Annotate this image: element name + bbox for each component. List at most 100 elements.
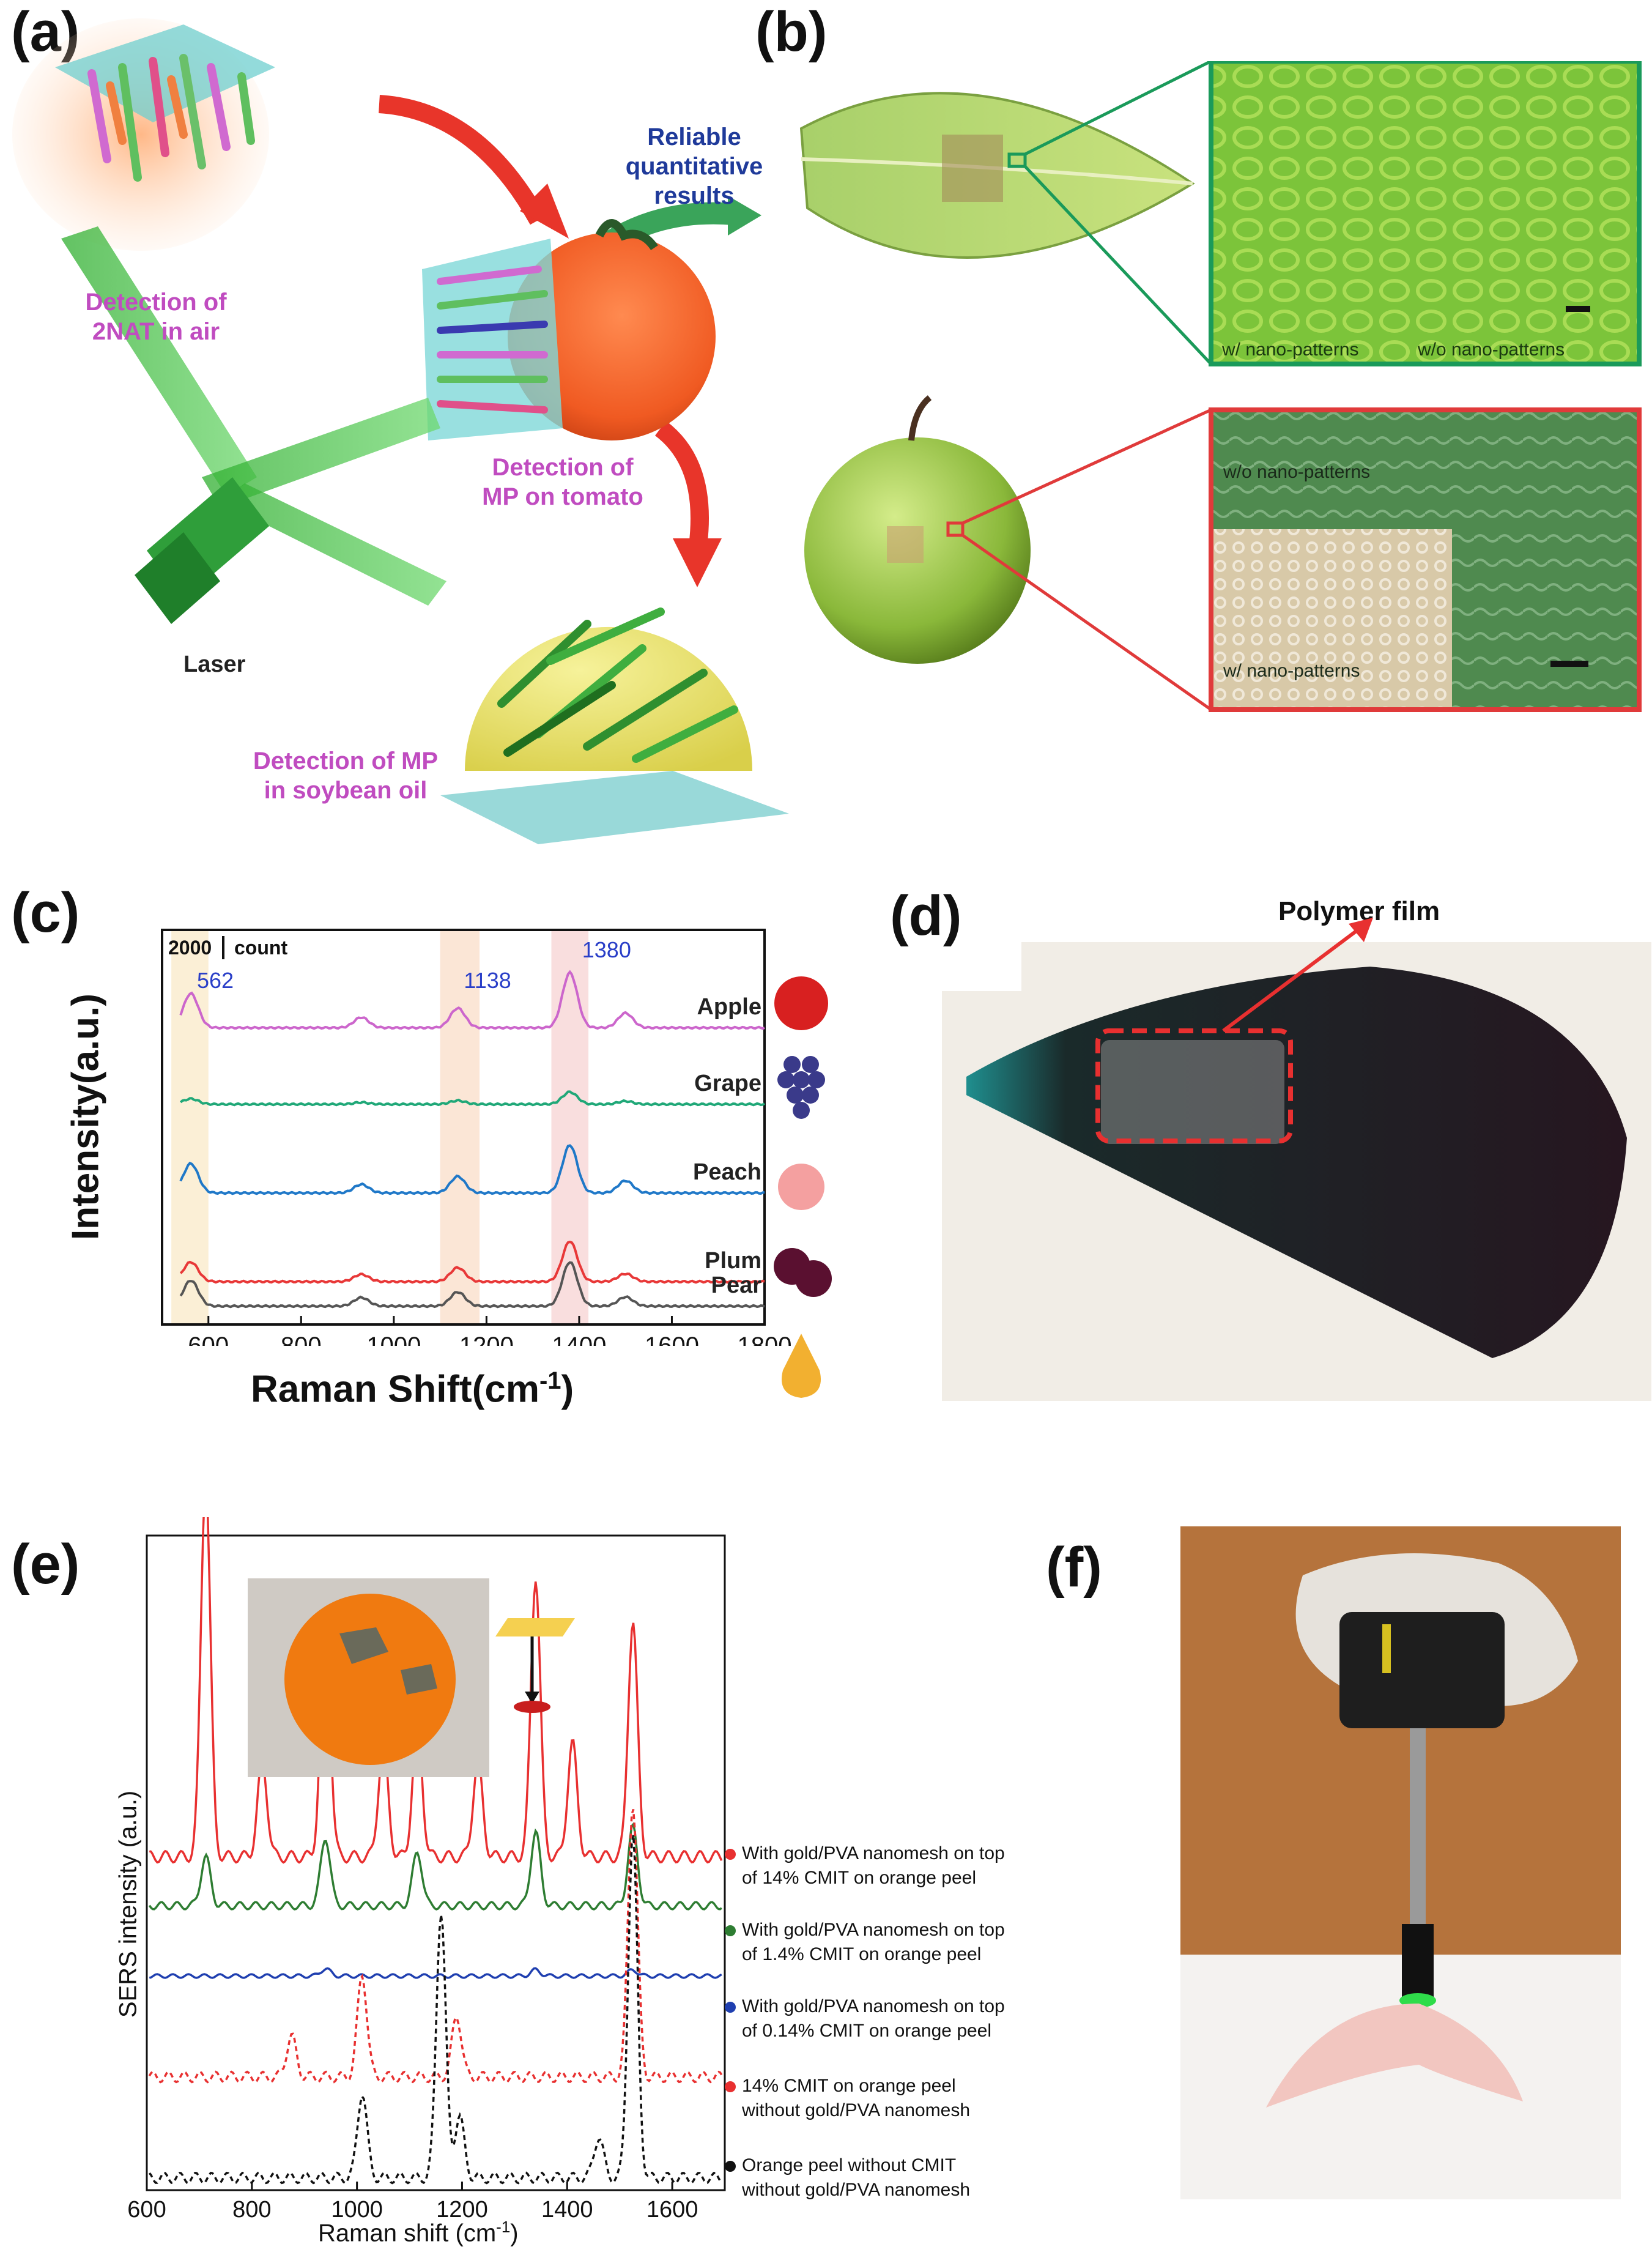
- arrow-to-oil: [654, 421, 709, 552]
- panel-label-e: (e): [11, 1533, 80, 1595]
- legend-item: 14% CMIT on orange peel without gold/PVA …: [725, 2074, 970, 2123]
- handheld-spectrometer: [1339, 1612, 1505, 1728]
- leaf-with-label: w/ nano-patterns: [1222, 340, 1359, 360]
- legend-text: Orange peel without CMIT: [742, 2155, 957, 2175]
- laser-label: Laser: [183, 652, 246, 677]
- sers-spectrum: [148, 1834, 723, 2185]
- panel-b-illustration: [799, 61, 1642, 712]
- spectrum-grape: [179, 1090, 765, 1107]
- legend-text: of 14% CMIT on orange peel: [742, 1868, 977, 1888]
- x-tick-label: 1000: [331, 2197, 383, 2223]
- series-label-peach: Peach: [693, 1159, 761, 1185]
- nanostructures-oil: [497, 607, 738, 763]
- scale-bar-value: 2000: [168, 937, 212, 959]
- legend-text: of 1.4% CMIT on orange peel: [742, 1944, 982, 1964]
- x-tick-label: 1400: [541, 2197, 593, 2223]
- detection-air-label: Detection of 2NAT in air: [85, 289, 227, 345]
- panel-e-xlabel: Raman shift (cm-1): [318, 2218, 519, 2247]
- x-tick-label: 1600: [645, 1332, 699, 1346]
- legend-text: without gold/PVA nanomesh: [742, 2100, 971, 2120]
- probe-rod: [1410, 1728, 1426, 1948]
- substrate-plate-oil: [440, 771, 789, 844]
- polymer-film-region: [1101, 1040, 1284, 1144]
- legend-item: With gold/PVA nanomesh on top of 14% CMIT…: [725, 1841, 1005, 1890]
- peak-label: 562: [197, 968, 234, 993]
- x-tick-label: 1800: [738, 1332, 792, 1346]
- plot-frame: [161, 929, 766, 1326]
- apple-nano-region: [1213, 529, 1452, 707]
- x-tick-label: 1600: [646, 2197, 698, 2223]
- apple-with-label: w/ nano-patterns: [1223, 661, 1360, 681]
- x-tick-label: 1200: [436, 2197, 488, 2223]
- reliable-label: Reliable quantitative results: [625, 124, 763, 209]
- nanostructures-tomato: [437, 266, 548, 414]
- laser-beam-up: [61, 226, 257, 496]
- leaf-film-patch: [942, 135, 1003, 202]
- grape-icon: [777, 1056, 825, 1119]
- spectrum-apple: [179, 970, 765, 1030]
- series-label-plum: Plum: [705, 1248, 761, 1274]
- series-label-pear: Pear: [711, 1272, 762, 1298]
- legend-text: without gold/PVA nanomesh: [742, 2180, 971, 2200]
- substrate-on-tomato: [422, 239, 563, 440]
- x-tick-label: 1200: [459, 1332, 514, 1346]
- legend-marker: [725, 1925, 736, 1936]
- sers-spectrum: [148, 1822, 722, 1911]
- legend-text: 14% CMIT on orange peel: [742, 2076, 956, 2096]
- highlight-band: [440, 930, 480, 1324]
- leaf-without-label: w/o nano-patterns: [1418, 340, 1565, 360]
- nanostructures-top: [87, 54, 255, 182]
- plot-frame: [146, 1534, 726, 2191]
- laser-beam-tomato: [202, 398, 440, 508]
- legend-text: With gold/PVA nanomesh on top: [742, 1996, 1005, 2016]
- panel-label-b: (b): [755, 1, 828, 63]
- highlight-band: [551, 930, 589, 1324]
- panel-label-c: (c): [11, 882, 80, 944]
- peak-label: 1138: [464, 968, 511, 993]
- orange-inset-photo: [248, 1578, 489, 1777]
- legend-marker: [725, 1849, 736, 1860]
- legend-text: With gold/PVA nanomesh on top: [742, 1843, 1005, 1863]
- nanomesh-transfer-icon: [495, 1618, 575, 1713]
- panel-c-fruit-icons: [774, 976, 832, 1398]
- chicken-wing: [1266, 2004, 1523, 2108]
- legend-item: With gold/PVA nanomesh on top of 1.4% CMI…: [725, 1918, 1005, 1967]
- spectrum-plum: [179, 1241, 765, 1284]
- leaf-micrograph: [1209, 61, 1642, 366]
- panel-label-d: (d): [890, 885, 962, 947]
- laser-beam-down: [220, 483, 446, 606]
- orange: [284, 1594, 456, 1765]
- arrow-to-tomato: [378, 95, 547, 225]
- legend-text: of 0.14% CMIT on orange peel: [742, 2021, 992, 2041]
- x-tick-label: 600: [127, 2197, 166, 2223]
- x-tick-label: 800: [232, 2197, 271, 2223]
- series-label-apple: Apple: [697, 994, 761, 1020]
- panel-d-photo: [942, 918, 1651, 1401]
- legend-marker: [725, 2161, 736, 2172]
- scale-bar-unit: count: [234, 937, 287, 959]
- panel-f-photo: [1180, 1526, 1621, 2199]
- sers-spectrum: [149, 1967, 722, 1979]
- legend-text: With gold/PVA nanomesh on top: [742, 1920, 1005, 1940]
- spectrum-peach: [179, 1144, 765, 1195]
- laser-device-icon: [135, 477, 269, 624]
- apple-without-label: w/o nano-patterns: [1223, 462, 1371, 482]
- plum-icon: [774, 1248, 832, 1297]
- series-label-grape: Grape: [694, 1071, 761, 1096]
- panel-a-illustration: [12, 18, 789, 844]
- detection-tomato-label: Detection of MP on tomato: [482, 454, 643, 510]
- apple-film-patch: [887, 526, 924, 563]
- panel-c-xlabel: Raman Shift(cm-1): [251, 1367, 574, 1411]
- legend-item: With gold/PVA nanomesh on top of 0.14% CM…: [725, 1994, 1005, 2043]
- x-tick-label: 600: [188, 1332, 229, 1346]
- peach-icon: [778, 1164, 824, 1210]
- detection-oil-label: Detection of MP in soybean oil: [253, 748, 439, 804]
- panel-e-chart: 600 800 1000 1200 1400 1600: [127, 1517, 726, 2223]
- spectrum-pear: [179, 1261, 765, 1309]
- apple-icon: [774, 976, 828, 1030]
- legend-item: Orange peel without CMIT without gold/PVA…: [725, 2153, 970, 2202]
- sers-spectrum: [149, 1517, 723, 1864]
- pear-icon: [782, 1334, 821, 1398]
- peak-label: 1380: [582, 937, 631, 962]
